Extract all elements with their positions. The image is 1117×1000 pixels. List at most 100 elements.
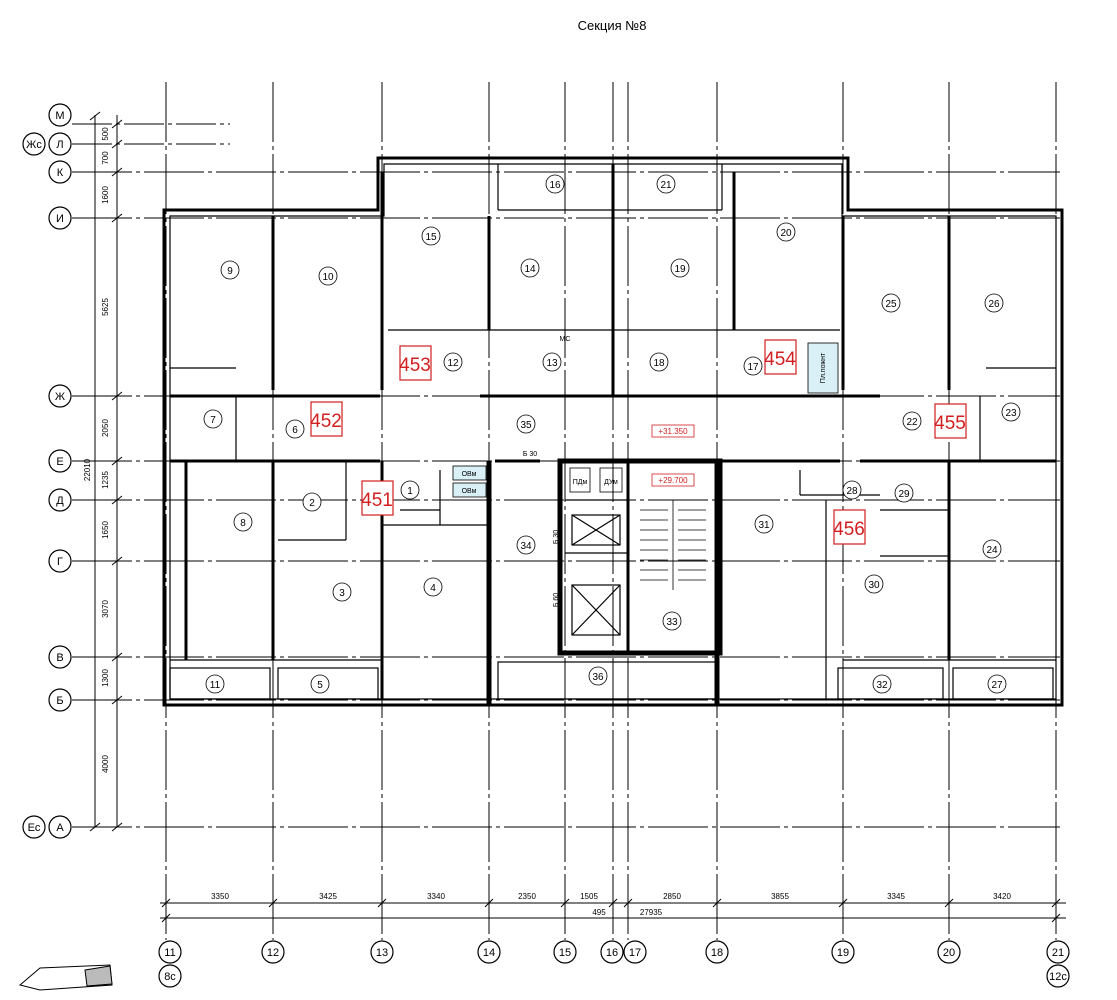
svg-text:12: 12: [267, 947, 279, 959]
svg-text:3340: 3340: [427, 892, 445, 901]
svg-text:1650: 1650: [101, 521, 110, 539]
room-number: 12: [447, 358, 459, 369]
elevator-label: Б 60: [553, 593, 560, 607]
axis-label: А: [56, 822, 64, 834]
elevation-mark: +31.350: [658, 427, 688, 436]
apartment-number: 455: [934, 413, 966, 434]
apartment-number: 453: [399, 355, 431, 376]
room-number: 8: [240, 518, 246, 529]
axis-label: Г: [57, 556, 63, 568]
svg-text:3345: 3345: [887, 892, 905, 901]
svg-text:5625: 5625: [101, 298, 110, 316]
key-plan-icon: [18, 964, 113, 991]
svg-text:3425: 3425: [319, 892, 337, 901]
elevator-label: Б 30: [523, 451, 537, 458]
bottom-dimension-chain: 3350 3425 3340 2350 1505 2850 3855 3345 …: [160, 892, 1066, 923]
room-number: 17: [747, 362, 759, 373]
room-number: 28: [846, 486, 858, 497]
svg-text:16: 16: [606, 947, 618, 959]
room-number: 30: [868, 580, 880, 591]
annotations: +31.350 +29.700 Б 30 Б 60 Б 30 ОВм ОВм П…: [462, 336, 827, 607]
room-number: 16: [549, 180, 561, 191]
svg-text:22010: 22010: [83, 458, 92, 481]
axis-label: Б: [56, 695, 63, 707]
bottom-axis-bubbles: 11 8с 12 13 14 15 16 17 18 19 20 21 12с: [158, 940, 1070, 988]
svg-text:1600: 1600: [101, 186, 110, 204]
apartment-number: 452: [310, 411, 342, 432]
svg-text:3855: 3855: [771, 892, 789, 901]
horizontal-axes: [72, 123, 1060, 828]
apartment-number: 451: [361, 490, 393, 511]
svg-text:17: 17: [629, 947, 641, 959]
room-number: 11: [210, 680, 221, 691]
wc-label: МС: [560, 336, 571, 343]
svg-text:3350: 3350: [211, 892, 229, 901]
shaft-label: ДУм: [604, 479, 618, 486]
apartment-number: 456: [833, 519, 865, 540]
room-number: 29: [898, 489, 910, 500]
svg-text:12с: 12с: [1049, 971, 1067, 983]
axis-label: Е: [56, 456, 63, 468]
apartment-number: 454: [764, 349, 796, 370]
svg-text:13: 13: [376, 947, 388, 959]
room-number: 18: [653, 358, 665, 369]
shaft-label: ОВм: [462, 471, 477, 478]
svg-text:1235: 1235: [101, 471, 110, 489]
shaft-label: ОВм: [462, 488, 477, 495]
svg-text:27935: 27935: [640, 908, 663, 917]
room-number: 26: [988, 299, 1000, 310]
room-number: 24: [986, 545, 998, 556]
room-number: 14: [524, 264, 536, 275]
elevator-label: Б 30: [553, 530, 560, 544]
left-dimension-chain: 500 700 1600 5625 2050 1235 1650 3070 13…: [83, 111, 123, 832]
svg-text:14: 14: [483, 947, 495, 959]
room-number: 22: [906, 417, 918, 428]
room-number: 13: [546, 358, 558, 369]
room-number: 33: [666, 617, 678, 628]
room-number: 4: [430, 583, 436, 594]
axis-label: Д: [56, 495, 64, 507]
svg-text:15: 15: [559, 947, 571, 959]
svg-text:1300: 1300: [101, 669, 110, 687]
room-number: 15: [425, 232, 437, 243]
room-number: 1: [407, 486, 413, 497]
room-number: 7: [210, 415, 216, 426]
svg-text:3070: 3070: [101, 600, 110, 618]
room-numbers: 1 2 3 4 5 6 7 8 9 10 11 12 13 14 15 16 1…: [203, 174, 1021, 694]
axis-label: Жс: [26, 139, 42, 151]
room-number: 9: [227, 266, 233, 277]
axis-label: М: [55, 110, 64, 122]
svg-text:1505: 1505: [580, 892, 598, 901]
room-number: 35: [520, 420, 532, 431]
apartment-numbers: 453 452 451 454 455 456: [310, 339, 967, 545]
room-number: 6: [292, 425, 298, 436]
room-number: 31: [758, 520, 770, 531]
svg-text:21: 21: [1052, 947, 1064, 959]
shaft-label: ПДм: [573, 479, 588, 486]
room-number: 10: [322, 272, 334, 283]
svg-text:4000: 4000: [101, 755, 110, 773]
vertical-axes: [165, 82, 1057, 940]
elevation-mark: +29.700: [658, 476, 688, 485]
room-number: 32: [876, 680, 888, 691]
room-number: 23: [1005, 408, 1017, 419]
axis-label: Ес: [28, 822, 41, 834]
svg-text:3420: 3420: [993, 892, 1011, 901]
svg-text:500: 500: [101, 127, 110, 141]
axis-label: И: [56, 213, 64, 225]
room-number: 19: [674, 264, 686, 275]
room-number: 34: [520, 541, 532, 552]
room-number: 2: [309, 498, 315, 509]
riser-label: Пл.пожнт: [820, 352, 827, 383]
plan-title: Секция №8: [578, 18, 647, 33]
svg-text:495: 495: [592, 908, 606, 917]
svg-text:11: 11: [164, 947, 175, 959]
svg-text:700: 700: [101, 151, 110, 165]
room-number: 5: [317, 680, 323, 691]
room-number: 27: [991, 680, 1003, 691]
svg-text:20: 20: [943, 947, 955, 959]
room-number: 25: [885, 299, 897, 310]
svg-text:2350: 2350: [518, 892, 536, 901]
room-number: 36: [592, 672, 604, 683]
